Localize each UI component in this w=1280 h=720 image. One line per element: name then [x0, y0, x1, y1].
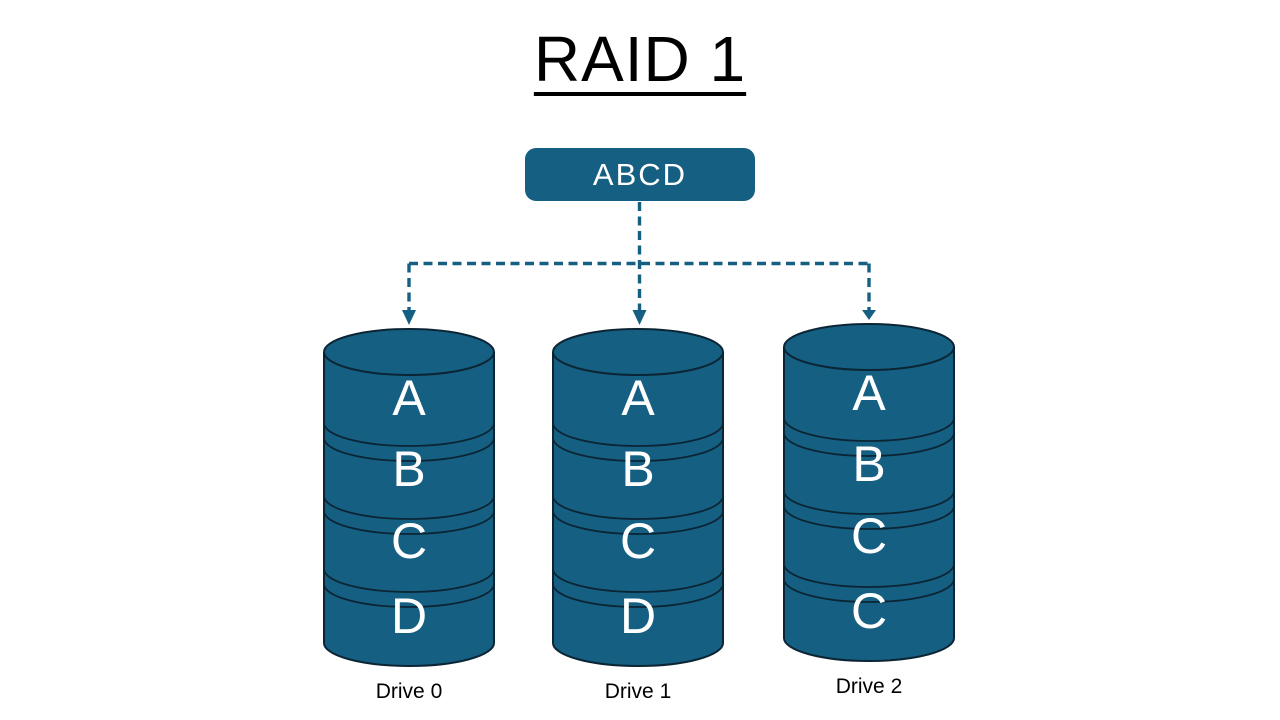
block-letter: B [621, 441, 654, 497]
cylinder-body [783, 347, 955, 662]
data-block-box: ABCD [525, 148, 755, 201]
cylinder-body [323, 352, 495, 667]
cylinder-body [552, 352, 724, 667]
block-letter: A [621, 370, 655, 426]
drive-1: A B C D Drive 1 [550, 326, 726, 704]
drive-0: A B C D Drive 0 [321, 326, 497, 704]
cylinder-top [323, 328, 495, 376]
drive-1-cylinder: A B C D [552, 328, 724, 667]
block-letter: C [391, 513, 427, 569]
drive-2-label: Drive 2 [835, 675, 903, 698]
cylinder-top [783, 323, 955, 371]
drive-2: A B C C Drive 2 [781, 321, 957, 699]
block-letter: A [392, 370, 426, 426]
data-block-label: ABCD [592, 156, 688, 192]
arrowhead-drive-2 [862, 310, 876, 320]
block-letter: C [851, 583, 887, 639]
block-letter: B [852, 436, 885, 492]
block-letter: C [620, 513, 656, 569]
block-letter: C [851, 508, 887, 564]
diagram-title: RAID 1 [533, 23, 747, 95]
arrowhead-drive-1 [632, 310, 647, 325]
drive-0-cylinder: A B C D [323, 328, 495, 667]
arrowhead-drive-0 [402, 310, 416, 325]
block-letter: A [852, 365, 886, 421]
drive-2-cylinder: A B C C [783, 323, 955, 662]
block-letter: D [391, 588, 427, 644]
block-letter: B [392, 441, 425, 497]
drive-0-label: Drive 0 [375, 680, 443, 703]
cylinder-top [552, 328, 724, 376]
drive-1-label: Drive 1 [604, 680, 672, 703]
block-letter: D [620, 588, 656, 644]
